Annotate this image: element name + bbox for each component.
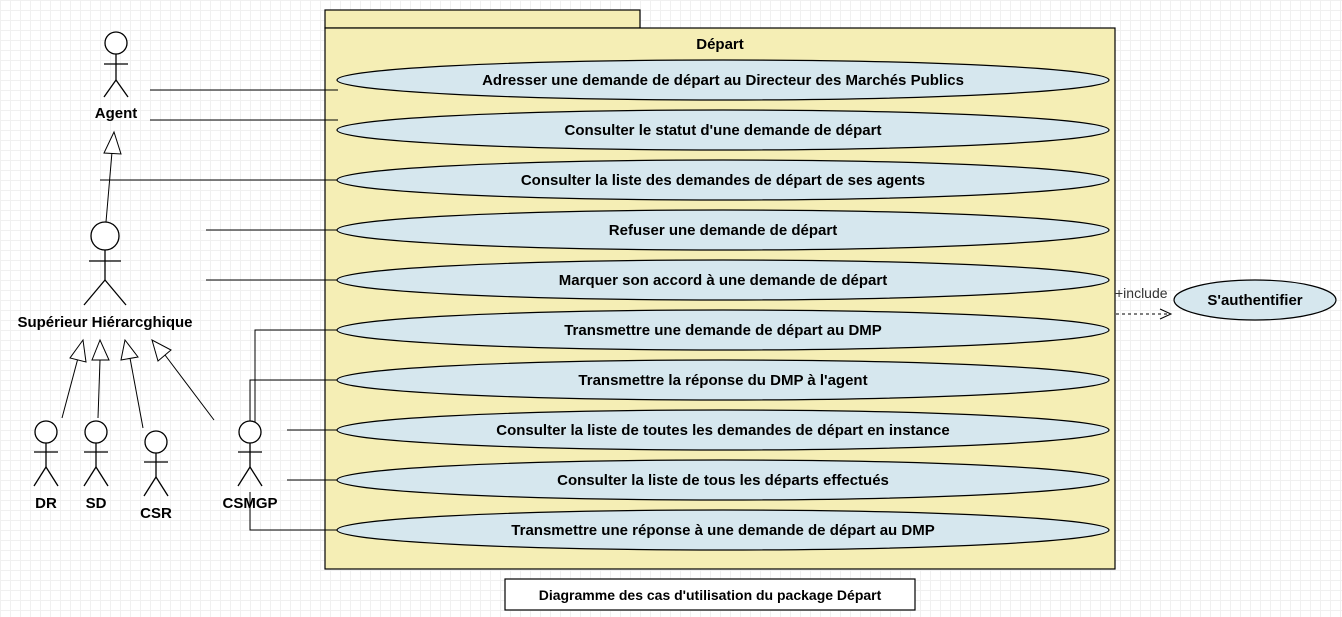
caption-box xyxy=(504,578,916,611)
usecase-6[interactable] xyxy=(336,309,1110,351)
usecase-3[interactable] xyxy=(336,159,1110,201)
usecase-8[interactable] xyxy=(336,409,1110,451)
include-label: +include xyxy=(1115,285,1168,301)
usecase-2-label: Consulter le statut d'une demande de dép… xyxy=(565,122,882,139)
usecase-9[interactable] xyxy=(336,459,1110,501)
usecase-sauthentifier-label: S'authentifier xyxy=(1207,292,1302,309)
usecase-9-label: Consulter la liste de tous les départs e… xyxy=(557,472,889,489)
package-tab xyxy=(324,9,641,29)
use-case-layer: Adresser une demande de départ au Direct… xyxy=(336,59,1110,551)
actor-sd-label: SD xyxy=(86,495,107,512)
usecase-4-label: Refuser une demande de départ xyxy=(609,222,837,239)
usecase-sauthentifier[interactable] xyxy=(1173,279,1337,321)
usecase-1[interactable] xyxy=(336,59,1110,101)
actor-agent[interactable] xyxy=(103,31,129,98)
usecase-6-label: Transmettre une demande de départ au DMP xyxy=(564,322,882,339)
actor-dr[interactable] xyxy=(33,420,59,487)
actor-dr-label: DR xyxy=(35,495,57,512)
usecase-3-label: Consulter la liste des demandes de dépar… xyxy=(521,172,925,189)
usecase-8-label: Consulter la liste de toutes les demande… xyxy=(496,422,949,439)
generalizations xyxy=(61,130,215,429)
actor-sd[interactable] xyxy=(83,420,109,487)
actor-superieur[interactable] xyxy=(83,221,127,306)
usecase-10[interactable] xyxy=(336,509,1110,551)
actor-csmgp[interactable] xyxy=(237,420,263,487)
usecase-4[interactable] xyxy=(336,209,1110,251)
usecase-2[interactable] xyxy=(336,109,1110,151)
actor-csr-label: CSR xyxy=(140,505,172,522)
caption: Diagramme des cas d'utilisation du packa… xyxy=(539,587,882,603)
usecase-7-label: Transmettre la réponse du DMP à l'agent xyxy=(578,372,867,389)
usecase-10-label: Transmettre une réponse à une demande de… xyxy=(511,522,934,539)
usecase-5[interactable] xyxy=(336,259,1110,301)
package-title: Départ xyxy=(696,36,744,53)
actor-superieur-label: Supérieur Hiérarcghique xyxy=(17,314,192,331)
associations xyxy=(100,89,338,531)
usecase-7[interactable] xyxy=(336,359,1110,401)
actor-csmgp-label: CSMGP xyxy=(222,495,277,512)
usecase-5-label: Marquer son accord à une demande de dépa… xyxy=(559,272,887,289)
usecase-1-label: Adresser une demande de départ au Direct… xyxy=(482,72,964,89)
include-arrowhead xyxy=(1159,308,1173,320)
actor-csr[interactable] xyxy=(143,430,169,497)
actor-agent-label: Agent xyxy=(95,105,138,122)
